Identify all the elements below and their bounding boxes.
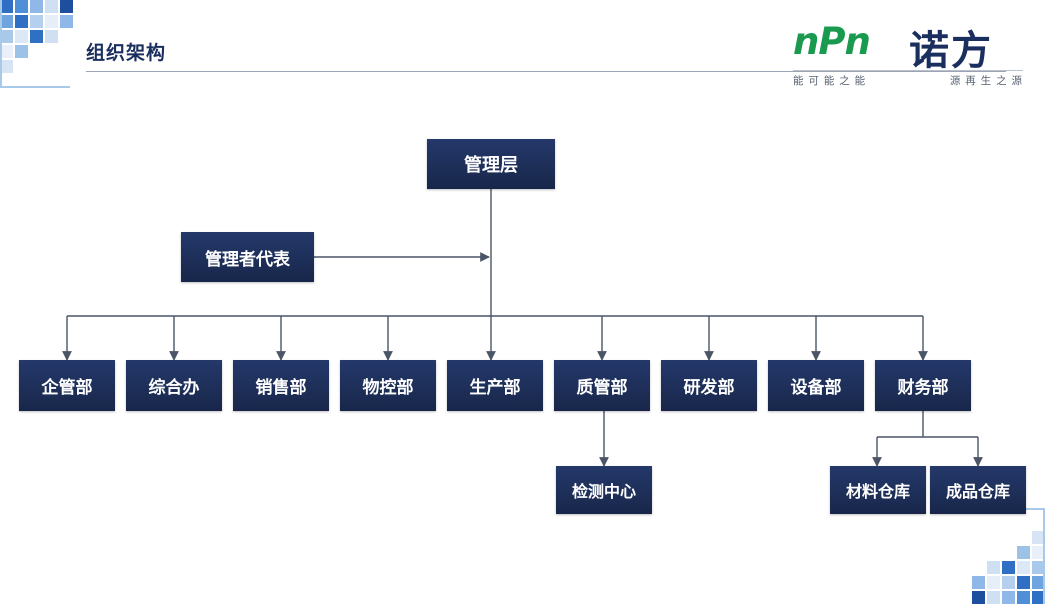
org-node-label: 设备部 bbox=[790, 378, 842, 397]
org-node-label: 材料仓库 bbox=[845, 484, 910, 501]
org-node-dept-7[interactable]: 设备部 bbox=[768, 360, 864, 411]
org-node-sub-finished-goods-warehouse[interactable]: 成品仓库 bbox=[930, 466, 1026, 514]
org-node-dept-4[interactable]: 生产部 bbox=[447, 360, 543, 411]
org-node-dept-0[interactable]: 企管部 bbox=[19, 360, 115, 411]
org-node-label: 检测中心 bbox=[571, 484, 636, 501]
org-node-dept-1[interactable]: 综合办 bbox=[126, 360, 222, 411]
org-node-sub-inspection-center[interactable]: 检测中心 bbox=[556, 466, 652, 514]
org-node-dept-3[interactable]: 物控部 bbox=[340, 360, 436, 411]
company-logo: nPn 诺方 能 可 能 之 能 源 再 生 之 源 bbox=[793, 20, 1023, 88]
org-node-label: 管理者代表 bbox=[205, 249, 290, 269]
org-node-sub-material-warehouse[interactable]: 材料仓库 bbox=[830, 466, 926, 514]
logo-tagline: 能 可 能 之 能 源 再 生 之 源 bbox=[793, 73, 1023, 88]
logo-company-name: 诺方 bbox=[909, 29, 993, 73]
org-node-label: 质管部 bbox=[576, 378, 628, 397]
org-node-label: 生产部 bbox=[469, 378, 521, 397]
org-node-dept-5[interactable]: 质管部 bbox=[554, 360, 650, 411]
org-node-label: 综合办 bbox=[148, 378, 200, 397]
logo-tagline-left: 能 可 能 之 能 bbox=[793, 75, 867, 87]
org-node-dept-2[interactable]: 销售部 bbox=[233, 360, 329, 411]
org-node-management-representative[interactable]: 管理者代表 bbox=[181, 232, 314, 282]
logo-divider bbox=[793, 70, 1023, 71]
org-node-label: 财务部 bbox=[897, 378, 949, 397]
org-node-root[interactable]: 管理层 bbox=[427, 139, 555, 189]
org-node-label: 物控部 bbox=[362, 378, 414, 397]
logo-tagline-right: 源 再 生 之 源 bbox=[949, 75, 1023, 87]
header-divider bbox=[86, 71, 1006, 72]
org-node-dept-8[interactable]: 财务部 bbox=[875, 360, 971, 411]
logo-mark-text: nPn bbox=[793, 20, 871, 63]
org-node-label: 企管部 bbox=[41, 378, 93, 397]
org-node-label: 销售部 bbox=[255, 378, 307, 397]
org-node-label: 管理层 bbox=[464, 155, 518, 175]
org-node-label: 研发部 bbox=[683, 378, 735, 397]
decorative-mosaic-top-left bbox=[0, 0, 100, 100]
decorative-mosaic-bottom-right bbox=[925, 494, 1045, 604]
org-node-dept-6[interactable]: 研发部 bbox=[661, 360, 757, 411]
page-title: 组织架构 bbox=[86, 43, 167, 64]
org-node-label: 成品仓库 bbox=[945, 484, 1010, 501]
